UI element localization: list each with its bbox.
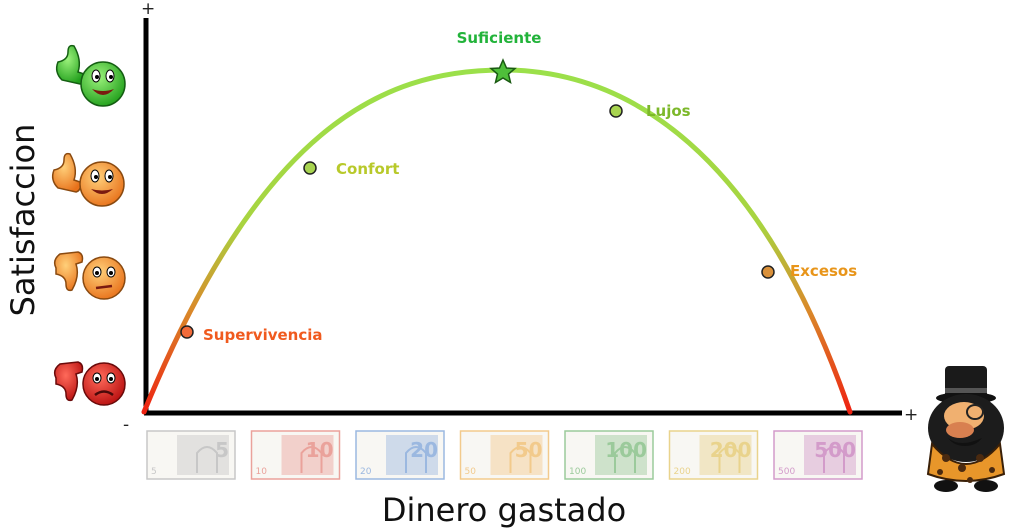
point-label: Supervivencia [203, 326, 323, 344]
thumbs-up-green-icon [55, 44, 126, 107]
thumbs-down-red-icon [53, 361, 126, 406]
point-label: Lujos [646, 102, 691, 120]
banknote-value-small: 100 [569, 467, 586, 477]
banknote-10: 10 10 [250, 430, 341, 480]
satisfaction-curve [141, 67, 853, 415]
banknote-200: 200 200 [668, 430, 759, 480]
banknote-value-small: 10 [256, 467, 268, 477]
banknote-500: 500 500 [773, 430, 863, 480]
peak-label: Suficiente [457, 29, 542, 47]
banknote-50: 50 50 [459, 430, 550, 480]
peak-star-icon [489, 58, 517, 85]
banknote-value: 10 [306, 438, 334, 462]
banknote-value: 500 [814, 438, 856, 462]
banknote-value-small: 20 [360, 467, 372, 477]
y-axis-plus: + [141, 0, 155, 19]
point-marker [609, 104, 623, 118]
banknote-value: 100 [605, 438, 647, 462]
x-axis-plus: + [904, 405, 918, 425]
banknote-value: 200 [710, 438, 752, 462]
point-marker [303, 161, 317, 175]
point-marker [761, 265, 775, 279]
origin-minus: - [123, 415, 129, 435]
point-supervivencia: Supervivencia [180, 325, 323, 344]
point-confort: Confort [303, 160, 399, 178]
banknote-value: 5 [215, 438, 229, 462]
banknote-value-small: 5 [151, 467, 157, 477]
thumbs-down-orange-icon [53, 251, 126, 300]
banknote-5: 55 [146, 430, 236, 480]
point-label: Confort [336, 160, 399, 178]
thumbs-up-orange-icon [51, 152, 125, 207]
banknote-value: 20 [410, 438, 438, 462]
banknote-value-small: 500 [778, 467, 795, 477]
y-axis-title: Satisfaccion [4, 124, 42, 317]
banknote-value-small: 50 [465, 467, 477, 477]
point-marker [180, 325, 194, 339]
banknote-value: 50 [515, 438, 543, 462]
point-lujos: Lujos [609, 102, 691, 120]
banknote-100: 100 100 [564, 430, 654, 480]
rich-caveman-icon [926, 366, 1006, 492]
point-label: Excesos [790, 262, 857, 280]
x-axis-title: Dinero gastado [382, 491, 626, 529]
point-excesos: Excesos [761, 262, 857, 280]
banknote-value-small: 200 [674, 467, 691, 477]
